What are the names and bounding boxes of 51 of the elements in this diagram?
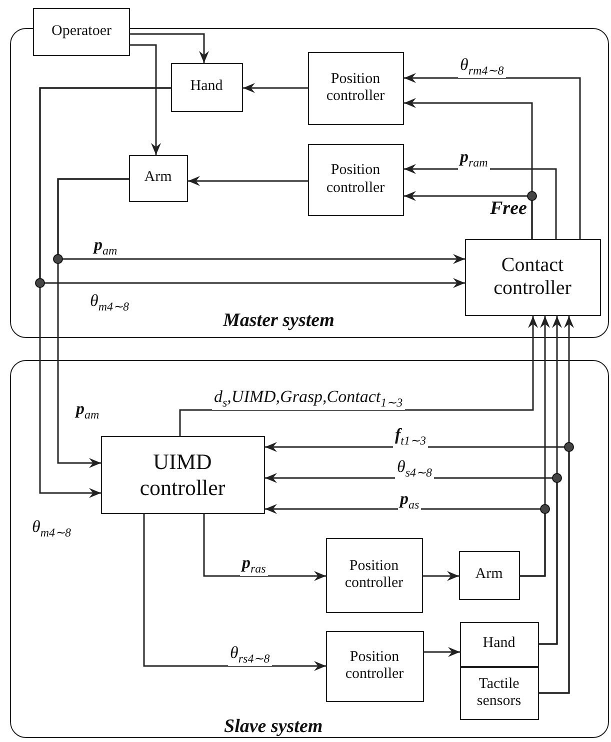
block-label: Arm — [144, 169, 172, 187]
block-label: Hand — [190, 78, 223, 96]
block-box — [308, 52, 404, 124]
arrow — [404, 73, 581, 239]
arrow — [423, 571, 459, 581]
edge-label: θ$_{rs4∼8}$ — [228, 644, 272, 666]
block-label: Position controller — [344, 558, 404, 592]
block-box — [326, 630, 424, 702]
block-label: Contact controller — [492, 254, 572, 300]
system-title: Slave system — [224, 716, 323, 738]
arrow — [265, 442, 570, 694]
arrow — [243, 83, 308, 93]
block-box — [464, 238, 600, 316]
state-label: Free — [490, 198, 527, 220]
arrow — [265, 473, 558, 645]
arrow — [130, 33, 209, 63]
block-box — [460, 666, 538, 720]
block-box — [128, 154, 188, 202]
system-boundary — [10, 360, 609, 738]
block-box — [460, 622, 538, 666]
block-box — [100, 436, 264, 514]
edge-label: d$_{s}$,UIMD,Grasp,Contact$_{1∼3}$ — [212, 388, 405, 410]
block-box — [170, 62, 242, 112]
arrow — [265, 504, 546, 577]
edge-label: θ$_{m4∼8}$ — [30, 518, 74, 540]
edge-label: θ$_{rm4∼8}$ — [458, 56, 506, 78]
block-box — [308, 144, 404, 216]
edge-label: θ$_{s4∼8}$ — [395, 458, 434, 480]
arrow — [404, 191, 533, 239]
block-box — [458, 550, 520, 600]
block-label: Operatoer — [52, 23, 112, 41]
block-label: Tactile sensors — [476, 676, 522, 710]
arrow — [39, 87, 171, 498]
arrow — [130, 44, 161, 155]
block-label: Arm — [475, 566, 503, 584]
edge-label: f$_{t1∼3}$ — [393, 426, 428, 448]
block-label: Position controller — [344, 648, 405, 684]
arrow — [203, 514, 326, 581]
edge-label: θ$_{m4∼8}$ — [88, 292, 132, 314]
block-label: UIMD controller — [138, 449, 226, 500]
block-box — [326, 538, 422, 612]
arrow — [143, 514, 326, 671]
arrow — [424, 647, 460, 657]
block-label: Position controller — [325, 70, 386, 106]
block-label: Hand — [482, 635, 516, 653]
block-label: Position controller — [325, 162, 386, 197]
arrow — [179, 316, 538, 436]
system-title: Master system — [223, 310, 334, 332]
arrow — [57, 178, 129, 468]
arrow — [188, 176, 308, 186]
block-box — [33, 8, 130, 56]
